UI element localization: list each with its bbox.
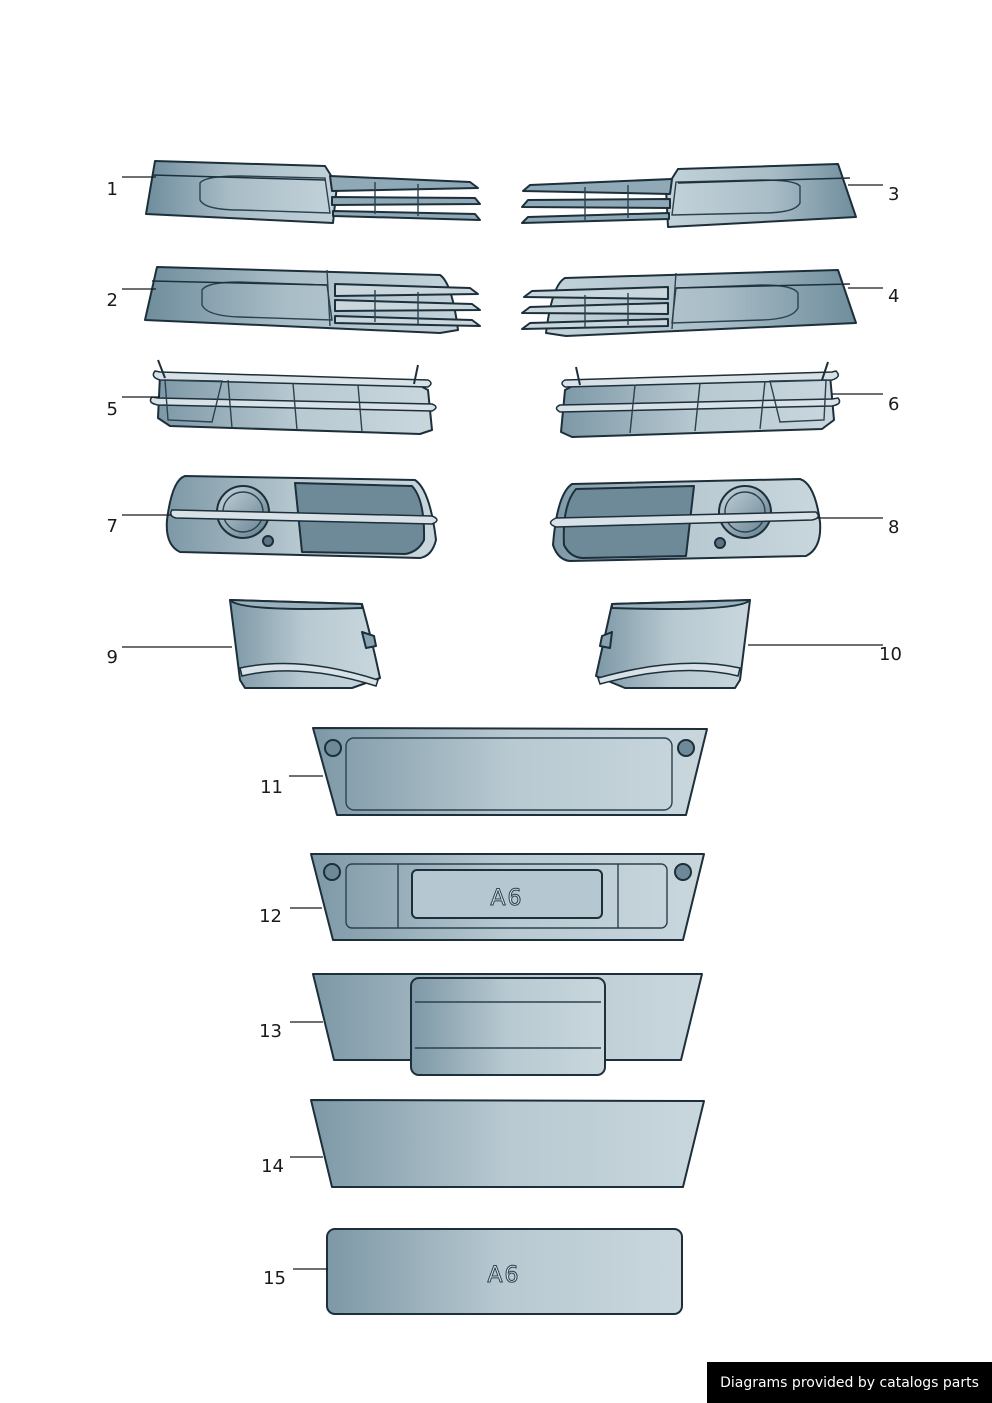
part-2-grille-left (144, 266, 481, 334)
part-7-foglight-grille-left (165, 475, 438, 559)
part-10-bracket-right (595, 599, 751, 689)
attribution-text: Diagrams provided by catalogs parts (720, 1374, 979, 1391)
callout-2: 2 (106, 290, 118, 311)
callout-11: 11 (260, 777, 283, 798)
callout-13: 13 (259, 1021, 282, 1042)
callout-3: 3 (888, 184, 900, 205)
part-14-cover-panel (310, 1099, 705, 1188)
attribution-footer: Diagrams provided by catalogs parts (707, 1362, 992, 1403)
part-15-emblem-label: A6 (487, 1263, 520, 1288)
callout-15: 15 (263, 1268, 286, 1289)
callout-14: 14 (261, 1156, 284, 1177)
callout-8: 8 (888, 517, 900, 538)
callout-6: 6 (888, 394, 900, 415)
part-8-foglight-grille-right (549, 478, 822, 562)
part-9-bracket-left (229, 599, 381, 689)
part-12-emblem-label: A6 (490, 886, 523, 911)
part-6-lower-grille-right (555, 361, 841, 438)
callout-12: 12 (259, 906, 282, 927)
callout-9: 9 (106, 647, 118, 668)
part-15-emblem-plate: A6 (326, 1228, 683, 1315)
part-12-grille-with-emblem: A6 (310, 853, 705, 941)
part-4-grille-right (521, 269, 857, 337)
leader-lines (122, 176, 883, 1270)
callout-1: 1 (106, 179, 118, 200)
part-13-grille-panel (312, 973, 703, 1076)
callout-5: 5 (106, 399, 118, 420)
callout-10: 10 (879, 644, 902, 665)
part-1-grille-left (145, 160, 481, 224)
callout-7: 7 (106, 516, 118, 537)
part-11-grille-insert (312, 727, 708, 816)
part-5-lower-grille-left (149, 359, 437, 435)
part-3-grille-right (521, 163, 857, 228)
callout-4: 4 (888, 286, 900, 307)
